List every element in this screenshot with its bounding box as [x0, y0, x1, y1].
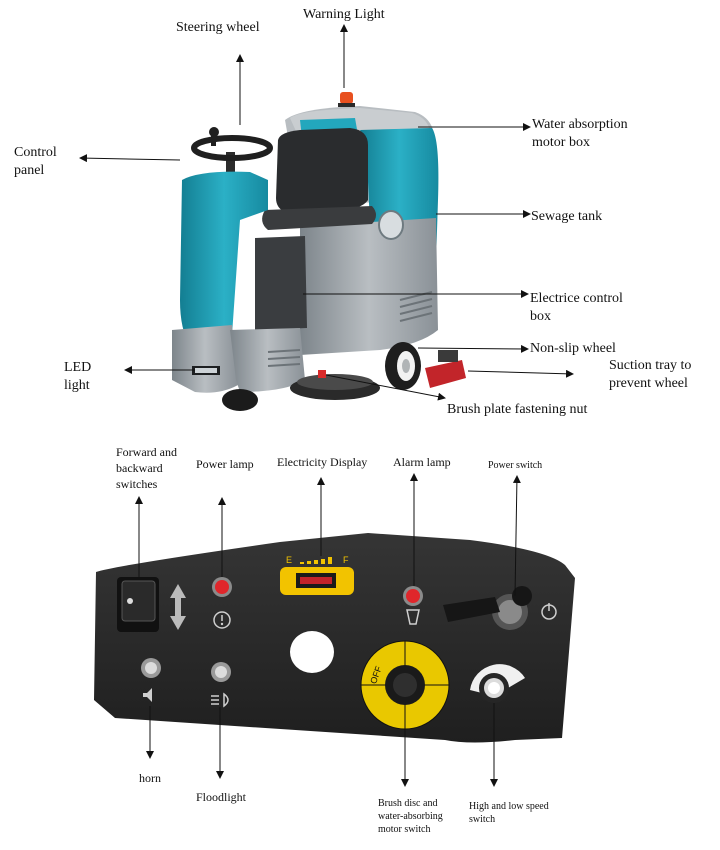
- panel-center-hole: [290, 631, 334, 673]
- suction-tray-shape: [425, 360, 466, 388]
- label-power-lamp: Power lamp: [196, 457, 254, 471]
- battery-level-bars: [300, 557, 332, 564]
- warning-light-shape: [340, 92, 353, 104]
- label-alarm-lamp: Alarm lamp: [393, 455, 451, 469]
- machine-rear-body: [300, 218, 438, 355]
- arrow-control-panel: [79, 154, 181, 163]
- seat-base: [262, 206, 376, 230]
- label-power-switch: Power switch: [488, 460, 543, 471]
- label-brush-nut: Brush plate fastening nut: [447, 402, 588, 417]
- rear-vents: [399, 291, 433, 322]
- floodlight-icon: [211, 692, 229, 708]
- panel-callout-arrows: [135, 473, 521, 787]
- label-forward-backward: Forward and backward switches: [116, 445, 177, 491]
- scrubber-machine-illustration: [172, 92, 466, 411]
- brush-nut-red: [318, 370, 326, 378]
- arrow-suction: [467, 369, 574, 378]
- arrow-power-switch: [512, 475, 521, 597]
- label-steering-wheel: Steering wheel: [176, 20, 260, 35]
- label-floodlight: Floodlight: [196, 790, 247, 804]
- cup-icon: [406, 609, 420, 625]
- electric-control-box-shape: [255, 236, 307, 330]
- top-callout-arrows: [79, 24, 574, 401]
- front-wheel: [222, 389, 258, 411]
- label-brush-disc: Brush disc and water-absorbing motor swi…: [378, 798, 443, 835]
- steering-wheel-shape: [191, 135, 273, 161]
- front-bumper: [172, 325, 238, 393]
- display-f-mark: F: [343, 555, 349, 565]
- machine-front-body: [180, 171, 268, 345]
- label-electricity-display: Electricity Display: [277, 455, 368, 469]
- arrow-brush-nut: [325, 374, 446, 401]
- key-shape: [443, 597, 500, 622]
- label-electric-control-box: Electrice control box: [530, 291, 623, 324]
- steering-column: [226, 152, 235, 180]
- footrest-vents: [267, 349, 301, 367]
- label-suction-tray: Suction tray to prevent wheel: [609, 358, 692, 391]
- label-non-slip-wheel: Non-slip wheel: [530, 341, 616, 356]
- arrow-non-slip: [417, 344, 529, 353]
- footrest: [230, 328, 305, 392]
- seat-back: [276, 128, 368, 212]
- tank-window: [378, 210, 404, 240]
- label-warning-light: Warning Light: [303, 7, 385, 22]
- updown-arrow-icon: [170, 584, 186, 630]
- label-sewage-tank: Sewage tank: [531, 209, 603, 224]
- label-water-absorption: Water absorption motor box: [532, 117, 628, 150]
- speaker-icon: [143, 688, 152, 702]
- label-horn: horn: [139, 771, 161, 785]
- panel-plate: [94, 533, 575, 743]
- control-panel-illustration: [94, 533, 575, 743]
- label-led-light: LED light: [64, 360, 92, 393]
- display-e-mark: E: [286, 555, 293, 565]
- label-control-panel: Control panel: [14, 145, 57, 178]
- warning-circle-icon: [213, 611, 231, 629]
- label-speed-switch: High and low speed switch: [469, 801, 549, 825]
